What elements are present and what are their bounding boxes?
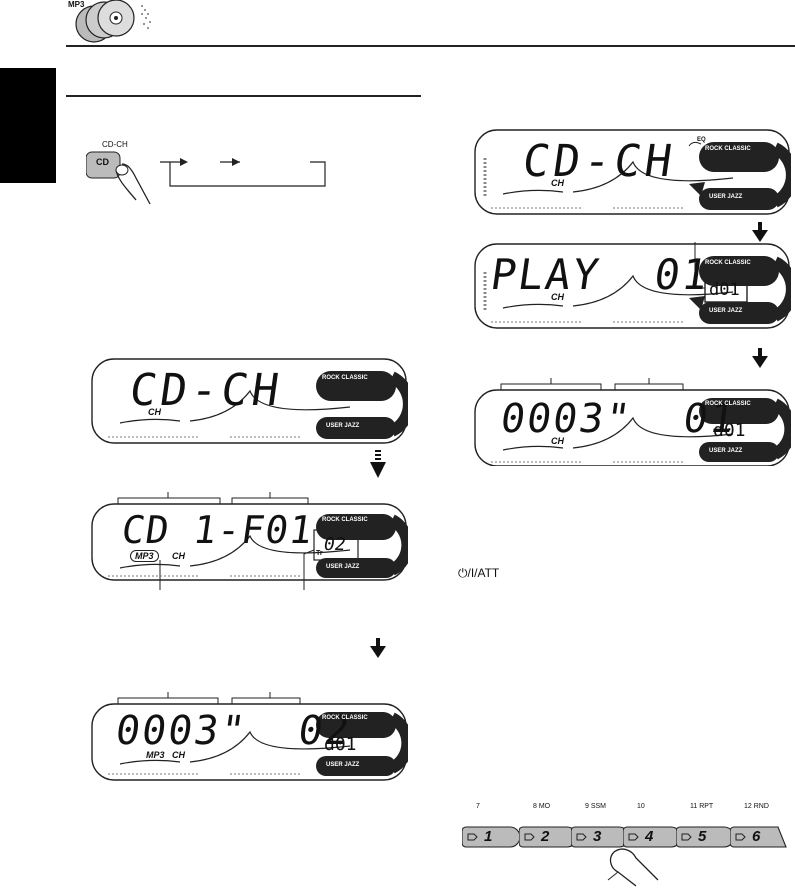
eq-rock-classic: ROCK CLASSIC: [705, 401, 751, 407]
preset-sub-label: 10: [637, 803, 645, 810]
display-ch-label: CH: [148, 407, 161, 417]
display-main-text: PLAY 01: [487, 250, 713, 299]
cd-button-label: CD: [96, 157, 109, 167]
preset-number: 3: [593, 828, 602, 845]
power-att-label: ⏻/I/ATT: [458, 566, 500, 580]
eq-rock-classic: ROCK CLASSIC: [322, 715, 368, 721]
down-arrow: [752, 348, 768, 368]
preset-sub-label: 7: [476, 803, 480, 810]
preset-button-1[interactable]: 1: [461, 825, 521, 849]
display-ch-label: CH: [551, 178, 564, 188]
eq-rock-classic: ROCK CLASSIC: [705, 260, 751, 266]
display-track-label: Tr: [316, 550, 323, 557]
display-main-text: CD 1-F01: [118, 508, 317, 552]
eq-rock-classic: ROCK CLASSIC: [705, 146, 751, 152]
finger-icon: [604, 846, 664, 890]
display-time-right: 0003" 01 d01 CH ROCK CLASSIC USER JAZZ: [473, 378, 795, 467]
preset-number: 2: [541, 828, 550, 845]
down-arrow: [370, 638, 386, 658]
display-disc-number: d01: [324, 734, 357, 755]
eq-user-jazz: USER JAZZ: [709, 308, 743, 314]
eq-user-jazz: USER JAZZ: [709, 448, 743, 454]
display-mp3-indicator: MP3: [146, 750, 165, 760]
eq-user-jazz: USER JAZZ: [326, 762, 360, 768]
display-main-text: 0003" 02: [112, 708, 354, 754]
cd-source-button[interactable]: [85, 140, 161, 210]
display-folder-left: CD 1-F01 MP3 CH 02 Tr ROCK CLASSIC USER …: [90, 490, 414, 590]
display-disc-number: d01: [709, 280, 740, 300]
eq-label: EQ: [697, 137, 706, 143]
source-cycle-arrow: [160, 150, 330, 190]
header-rule: [66, 45, 795, 47]
preset-sub-label: 8 MO: [533, 803, 551, 810]
display-mp3-indicator: MP3: [130, 550, 159, 562]
cd-button-top-label: CD-CH: [102, 140, 128, 149]
preset-button-2[interactable]: 2: [518, 825, 578, 849]
eq-user-jazz: USER JAZZ: [326, 564, 360, 570]
mp3-badge: MP3: [68, 0, 85, 9]
display-ch-label: CH: [551, 292, 564, 302]
preset-number: 5: [698, 828, 707, 845]
display-ch-label: CH: [172, 750, 185, 760]
eq-rock-classic: ROCK CLASSIC: [322, 375, 368, 381]
display-play-right: PLAY 01 d01 CH ROCK CLASSIC USER JAZZ: [473, 234, 795, 330]
preset-button-6[interactable]: 6: [729, 825, 788, 849]
preset-number: 4: [645, 828, 654, 845]
display-main-text: 0003" 01: [497, 396, 739, 442]
preset-number: 1: [484, 828, 493, 845]
down-arrow: [752, 222, 768, 242]
eq-user-jazz: USER JAZZ: [326, 423, 360, 429]
preset-sub-label: 9 SSM: [585, 803, 607, 810]
display-time-left: 0003" 02 d01 MP3 CH ROCK CLASSIC USER JA…: [90, 690, 414, 781]
display-main-text: CD-CH: [519, 136, 680, 187]
display-ch-label: CH: [172, 551, 185, 561]
mp3-disc-icon: [66, 0, 161, 44]
down-arrow-dashed: [370, 450, 386, 478]
preset-button-4[interactable]: 4: [622, 825, 682, 849]
eq-rock-classic: ROCK CLASSIC: [322, 517, 368, 523]
display-cdch-left: CD-CH CH ROCK CLASSIC USER JAZZ: [90, 357, 415, 445]
display-ch-label: CH: [551, 436, 564, 446]
display-disc-number: d01: [713, 420, 746, 441]
preset-sub-label: 12 RND: [744, 803, 769, 810]
preset-button-5[interactable]: 5: [675, 825, 735, 849]
eq-user-jazz: USER JAZZ: [709, 194, 743, 200]
display-track-number: 02: [324, 534, 346, 555]
section-rule: [66, 95, 421, 97]
preset-sub-label: 11 RPT: [690, 803, 714, 810]
preset-number: 6: [752, 828, 761, 845]
display-cdch-right: CD-CH CH ROCK CLASSIC USER JAZZ EQ: [473, 128, 795, 216]
side-tab: [0, 68, 56, 183]
